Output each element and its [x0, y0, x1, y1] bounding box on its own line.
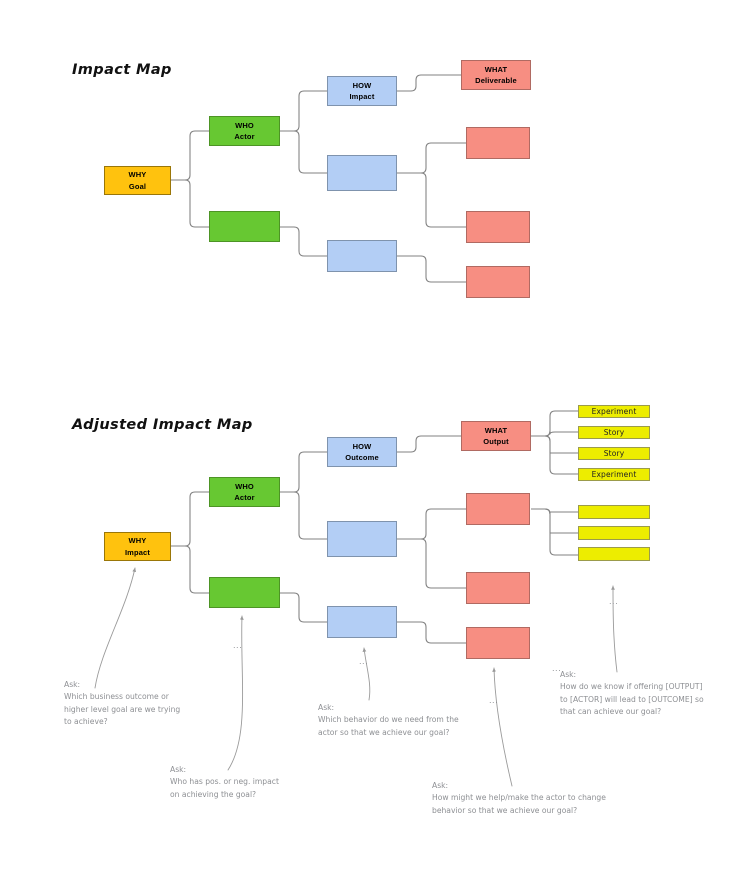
d2-how1-line2: Outcome [345, 453, 379, 462]
d2-how1-line1: HOW [352, 441, 372, 451]
d1-who1-line1: WHO [235, 120, 254, 130]
d2-node-how-2[interactable] [327, 521, 397, 557]
d2-why-line2: Impact [124, 547, 151, 557]
d1-what1-line1: WHAT [484, 64, 508, 74]
d2-what1-line2: Output [483, 437, 509, 446]
d2-ellipsis-1: ... [233, 641, 243, 650]
d1-node-who-2[interactable] [209, 211, 280, 242]
annotation-why: Ask: Which business outcome or higher le… [64, 680, 181, 726]
d2-card-4-label: Experiment [591, 469, 637, 479]
annotation-what: Ask: How might we help/make the actor to… [432, 781, 606, 815]
d2-card-2-label: Story [603, 427, 625, 437]
d2-who1-line1: WHO [235, 481, 254, 491]
d2-node-what-2[interactable] [466, 493, 530, 525]
d1-node-what-1[interactable]: WHAT Deliverable [461, 60, 531, 90]
d2-card-1[interactable]: Experiment [578, 405, 650, 418]
d2-ellipsis-2: ... [359, 657, 369, 666]
d2-node-how-1[interactable]: HOW Outcome [327, 437, 397, 467]
d1-node-how-2[interactable] [327, 155, 397, 191]
d2-card-3[interactable]: Story [578, 447, 650, 460]
d2-what1-line1: WHAT [484, 425, 508, 435]
d1-why-line1: WHY [128, 170, 147, 180]
d2-who1-line2: Actor [234, 493, 255, 502]
d1-node-how-1[interactable]: HOW Impact [327, 76, 397, 106]
annotation-leader-3 [362, 647, 371, 701]
d2-ellipsis-4: ... [609, 597, 619, 606]
d2-card-6[interactable] [578, 526, 650, 540]
d1-why-line2: Goal [128, 181, 147, 191]
d2-node-how-3[interactable] [327, 606, 397, 638]
d2-card-2[interactable]: Story [578, 426, 650, 439]
d2-node-what-1[interactable]: WHAT Output [461, 421, 531, 451]
d1-node-why[interactable]: WHY Goal [104, 166, 171, 195]
d1-what1-line2: Deliverable [475, 76, 517, 85]
annotation-how: Ask: Which behavior do we need from the … [318, 703, 459, 737]
d2-card-3-label: Story [603, 448, 625, 458]
d2-node-why[interactable]: WHY Impact [104, 532, 171, 561]
annotation-leader-1 [94, 567, 137, 689]
d1-node-what-4[interactable] [466, 266, 530, 298]
d2-ellipsis-5: ... [552, 664, 562, 673]
diagram1-title: Impact Map [72, 62, 172, 78]
d2-node-what-3[interactable] [466, 572, 530, 604]
d2-node-who-2[interactable] [209, 577, 280, 608]
d2-why-line1: WHY [128, 536, 147, 546]
diagram2-title: Adjusted Impact Map [72, 417, 253, 433]
d1-how1-line2: Impact [349, 92, 375, 101]
d2-card-5[interactable] [578, 505, 650, 519]
d1-who1-line2: Actor [234, 132, 255, 141]
d1-node-how-3[interactable] [327, 240, 397, 272]
d1-node-what-2[interactable] [466, 127, 530, 159]
d1-node-who-1[interactable]: WHO Actor [209, 116, 280, 146]
d1-node-what-3[interactable] [466, 211, 530, 243]
d2-ellipsis-3: ... [489, 696, 499, 705]
d2-node-who-1[interactable]: WHO Actor [209, 477, 280, 507]
d2-node-what-4[interactable] [466, 627, 530, 659]
d2-card-7[interactable] [578, 547, 650, 561]
annotation-cards: Ask: How do we know if offering [OUTPUT]… [560, 670, 704, 716]
d2-card-4[interactable]: Experiment [578, 468, 650, 481]
annotation-who: Ask: Who has pos. or neg. impact on achi… [170, 765, 279, 799]
d2-card-1-label: Experiment [591, 406, 637, 416]
d1-how1-line1: HOW [352, 80, 372, 90]
